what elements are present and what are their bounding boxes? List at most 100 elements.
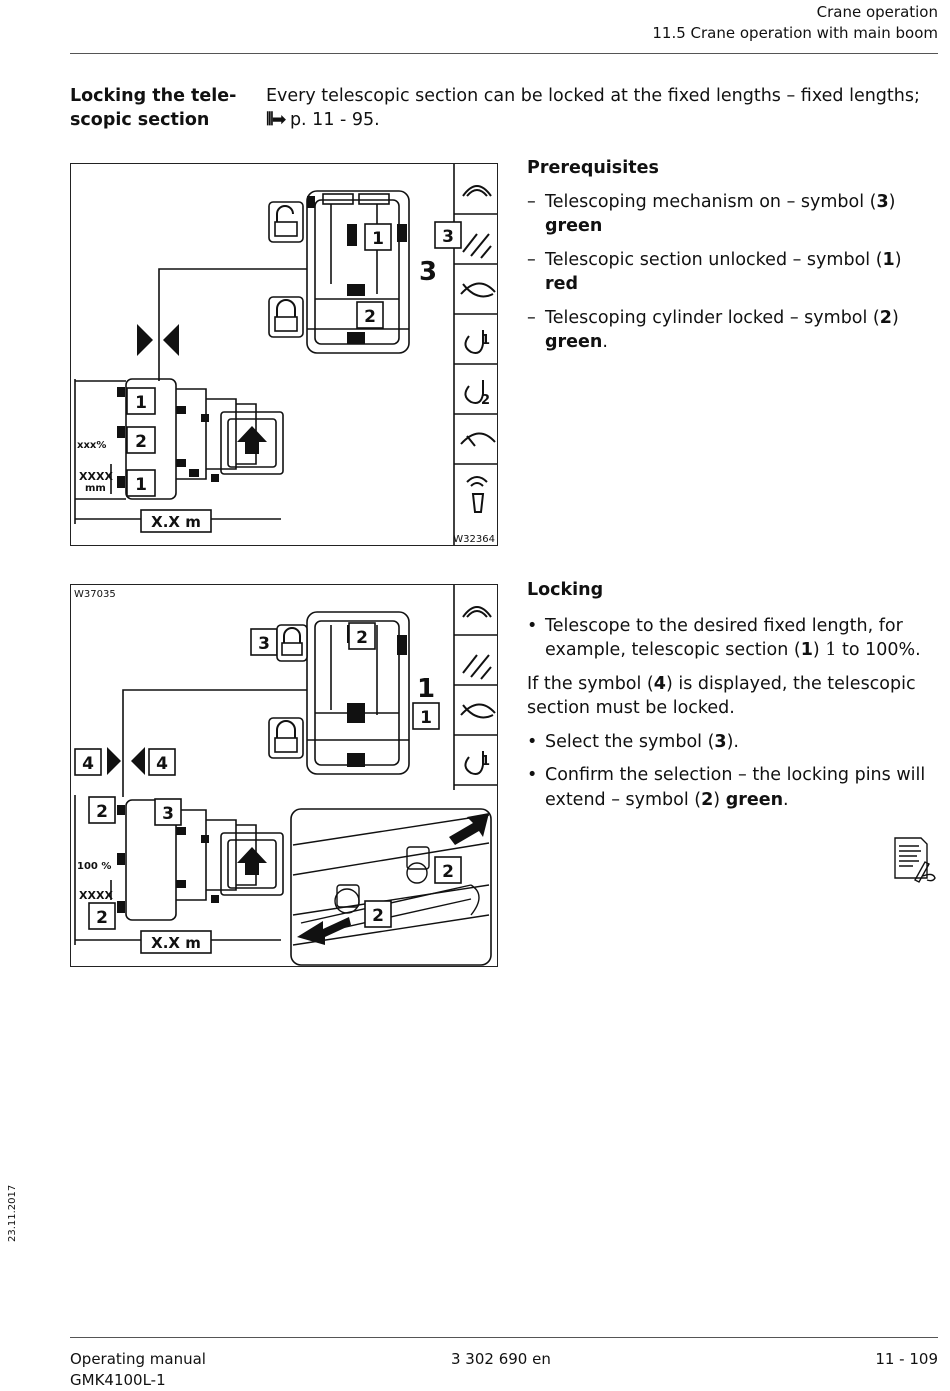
figure1-percent: xxx%	[77, 440, 106, 451]
figure2-left-4: 4	[82, 754, 94, 774]
locking-b2-symbol: 3	[714, 731, 727, 752]
dash-marker: –	[527, 307, 536, 328]
prereq-1-paren: )	[888, 191, 896, 212]
prereq-2-text: Telescopic section unlocked – symbol (	[545, 249, 883, 270]
locking-b3-paren: )	[713, 789, 726, 810]
figure2-label-2: 2	[356, 628, 368, 648]
intro-ref[interactable]: p. 11 - 95.	[289, 110, 380, 130]
hook-icon[interactable]	[464, 330, 484, 354]
locking-b1-symbol: 1	[800, 640, 813, 660]
footer-left: Operating manual GMK4100L-1	[70, 1349, 206, 1391]
hook-2-icon[interactable]	[464, 380, 484, 404]
telescope-icon[interactable]	[462, 233, 492, 259]
figure1-code: W32364	[453, 534, 495, 545]
figure2-left-2a: 2	[96, 802, 108, 822]
boom-function-icon[interactable]	[460, 432, 496, 447]
figure2-box-1: 1	[420, 708, 432, 728]
hook2-index: 2	[481, 393, 490, 408]
locking-bullet-3: • Confirm the selection – the locking pi…	[527, 763, 942, 812]
luffing-icon[interactable]	[460, 703, 496, 719]
figure2-mm-value: XXXX	[79, 889, 113, 902]
locking-bullet-2: • Select the symbol (3).	[527, 730, 942, 755]
figure1-length: X.X m	[151, 513, 201, 531]
footer-rule	[70, 1337, 938, 1338]
figure2-code: W37035	[74, 589, 116, 600]
figure-display-locking: 4 4 3 2 1 1 2 3 2 X.X m 2 2 100 % XXXX 1…	[70, 584, 498, 967]
figure1-left-1a: 1	[135, 393, 147, 413]
hook1-index: 1	[481, 333, 490, 348]
telescope-icon[interactable]	[462, 654, 492, 680]
figure1-label-2: 2	[364, 307, 376, 327]
prerequisites-title: Prerequisites	[527, 158, 659, 178]
figure1-label-big3: 3	[419, 257, 437, 287]
locking-b1-end: to 100%.	[836, 640, 921, 660]
intro-paragraph: Every telescopic section can be locked a…	[266, 84, 942, 132]
dash-marker: –	[527, 249, 536, 270]
locking-para-a: If the symbol (	[527, 673, 654, 694]
figure2-label-3: 3	[258, 634, 270, 654]
locked-padlock-icon[interactable]	[268, 296, 304, 338]
inset-label-2b: 2	[372, 906, 384, 926]
section-title: Locking the tele- scopic section	[70, 86, 237, 130]
slewing-icon[interactable]	[462, 606, 492, 618]
locking-b3-text: Confirm the selection – the locking pins…	[545, 765, 926, 810]
locking-bullet-1: • Telescope to the desired fixed length,…	[527, 614, 942, 663]
prereq-2-symbol: 1	[882, 249, 895, 270]
dash-marker: –	[527, 191, 536, 212]
bullet-marker: •	[527, 731, 538, 752]
locked-padlock-icon[interactable]	[276, 624, 308, 662]
prerequisite-item-2: – Telescopic section unlocked – symbol (…	[527, 248, 942, 297]
bullet-marker: •	[527, 765, 538, 785]
figure1-mm-unit: mm	[85, 483, 106, 494]
figure2-left-2b: 2	[96, 908, 108, 928]
slewing-icon[interactable]	[462, 185, 492, 197]
header-rule	[70, 53, 938, 54]
figure1-left-1b: 1	[135, 475, 147, 495]
locking-b1-section: 1	[825, 640, 837, 660]
locked-padlock-icon[interactable]	[268, 717, 304, 759]
prereq-2-status: red	[545, 274, 579, 294]
footer-page-number: 11 - 109	[875, 1350, 938, 1368]
page-header: Crane operation 11.5 Crane operation wit…	[652, 2, 938, 44]
cross-reference-arrow-icon: ⦀➡	[266, 110, 286, 130]
figure-display-unlocked: 1 2 3 3 1 2 1 X.X m xxx% XXXX mm 1 2 W32…	[70, 163, 498, 546]
prerequisite-item-1: – Telescoping mechanism on – symbol (3) …	[527, 190, 942, 239]
hook-icon[interactable]	[464, 751, 484, 775]
locking-b1-text: Telescope to the desired fixed length, f…	[545, 615, 903, 661]
footer-doc-no: 3 302 690 en	[451, 1350, 551, 1368]
prereq-1-text: Telescoping mechanism on – symbol (	[545, 191, 877, 212]
figure1-label-3: 3	[442, 227, 454, 247]
bullet-marker: •	[527, 615, 538, 636]
remote-control-icon[interactable]	[466, 476, 488, 513]
prereq-3-symbol: 2	[879, 307, 892, 328]
prereq-2-paren: )	[894, 249, 902, 270]
intro-text: Every telescopic section can be locked a…	[266, 86, 920, 106]
locking-b1-paren: )	[812, 640, 826, 660]
figure2-hook1-index: 1	[481, 754, 490, 769]
figure1-label-1: 1	[372, 229, 384, 249]
figure2-length: X.X m	[151, 934, 201, 952]
locking-paragraph: If the symbol (4) is displayed, the tele…	[527, 672, 942, 721]
locking-b3-status: green	[725, 789, 784, 810]
figure2-percent: 100 %	[77, 861, 111, 872]
figure1-left-2: 2	[135, 432, 147, 452]
header-section: 11.5 Crane operation with main boom	[652, 24, 938, 42]
luffing-icon[interactable]	[460, 282, 496, 298]
unlocked-padlock-icon[interactable]	[268, 201, 304, 243]
locking-para-b: ) is displayed, the telescopic section m…	[527, 673, 916, 719]
inset-label-2a: 2	[442, 862, 454, 882]
locking-b3-end: .	[783, 789, 789, 810]
prerequisite-item-3: – Telescoping cylinder locked – symbol (…	[527, 306, 942, 355]
locking-b3-symbol: 2	[701, 789, 714, 810]
side-date-text: 23.11.2017	[7, 1184, 18, 1242]
prereq-3-paren: )	[891, 307, 899, 328]
locking-block: Locking • Telescope to the desired fixed…	[527, 578, 942, 821]
locking-para-symbol: 4	[653, 673, 666, 694]
side-date: 23.11.2017	[3, 1185, 27, 1245]
figure1-mm-value: XXXX	[79, 470, 113, 483]
prereq-1-status: green	[545, 216, 603, 236]
locking-b2-end: ).	[726, 731, 739, 752]
locking-b2-text: Select the symbol (	[545, 731, 715, 752]
prereq-1-symbol: 3	[876, 191, 889, 212]
prereq-3-text: Telescoping cylinder locked – symbol (	[545, 307, 880, 328]
